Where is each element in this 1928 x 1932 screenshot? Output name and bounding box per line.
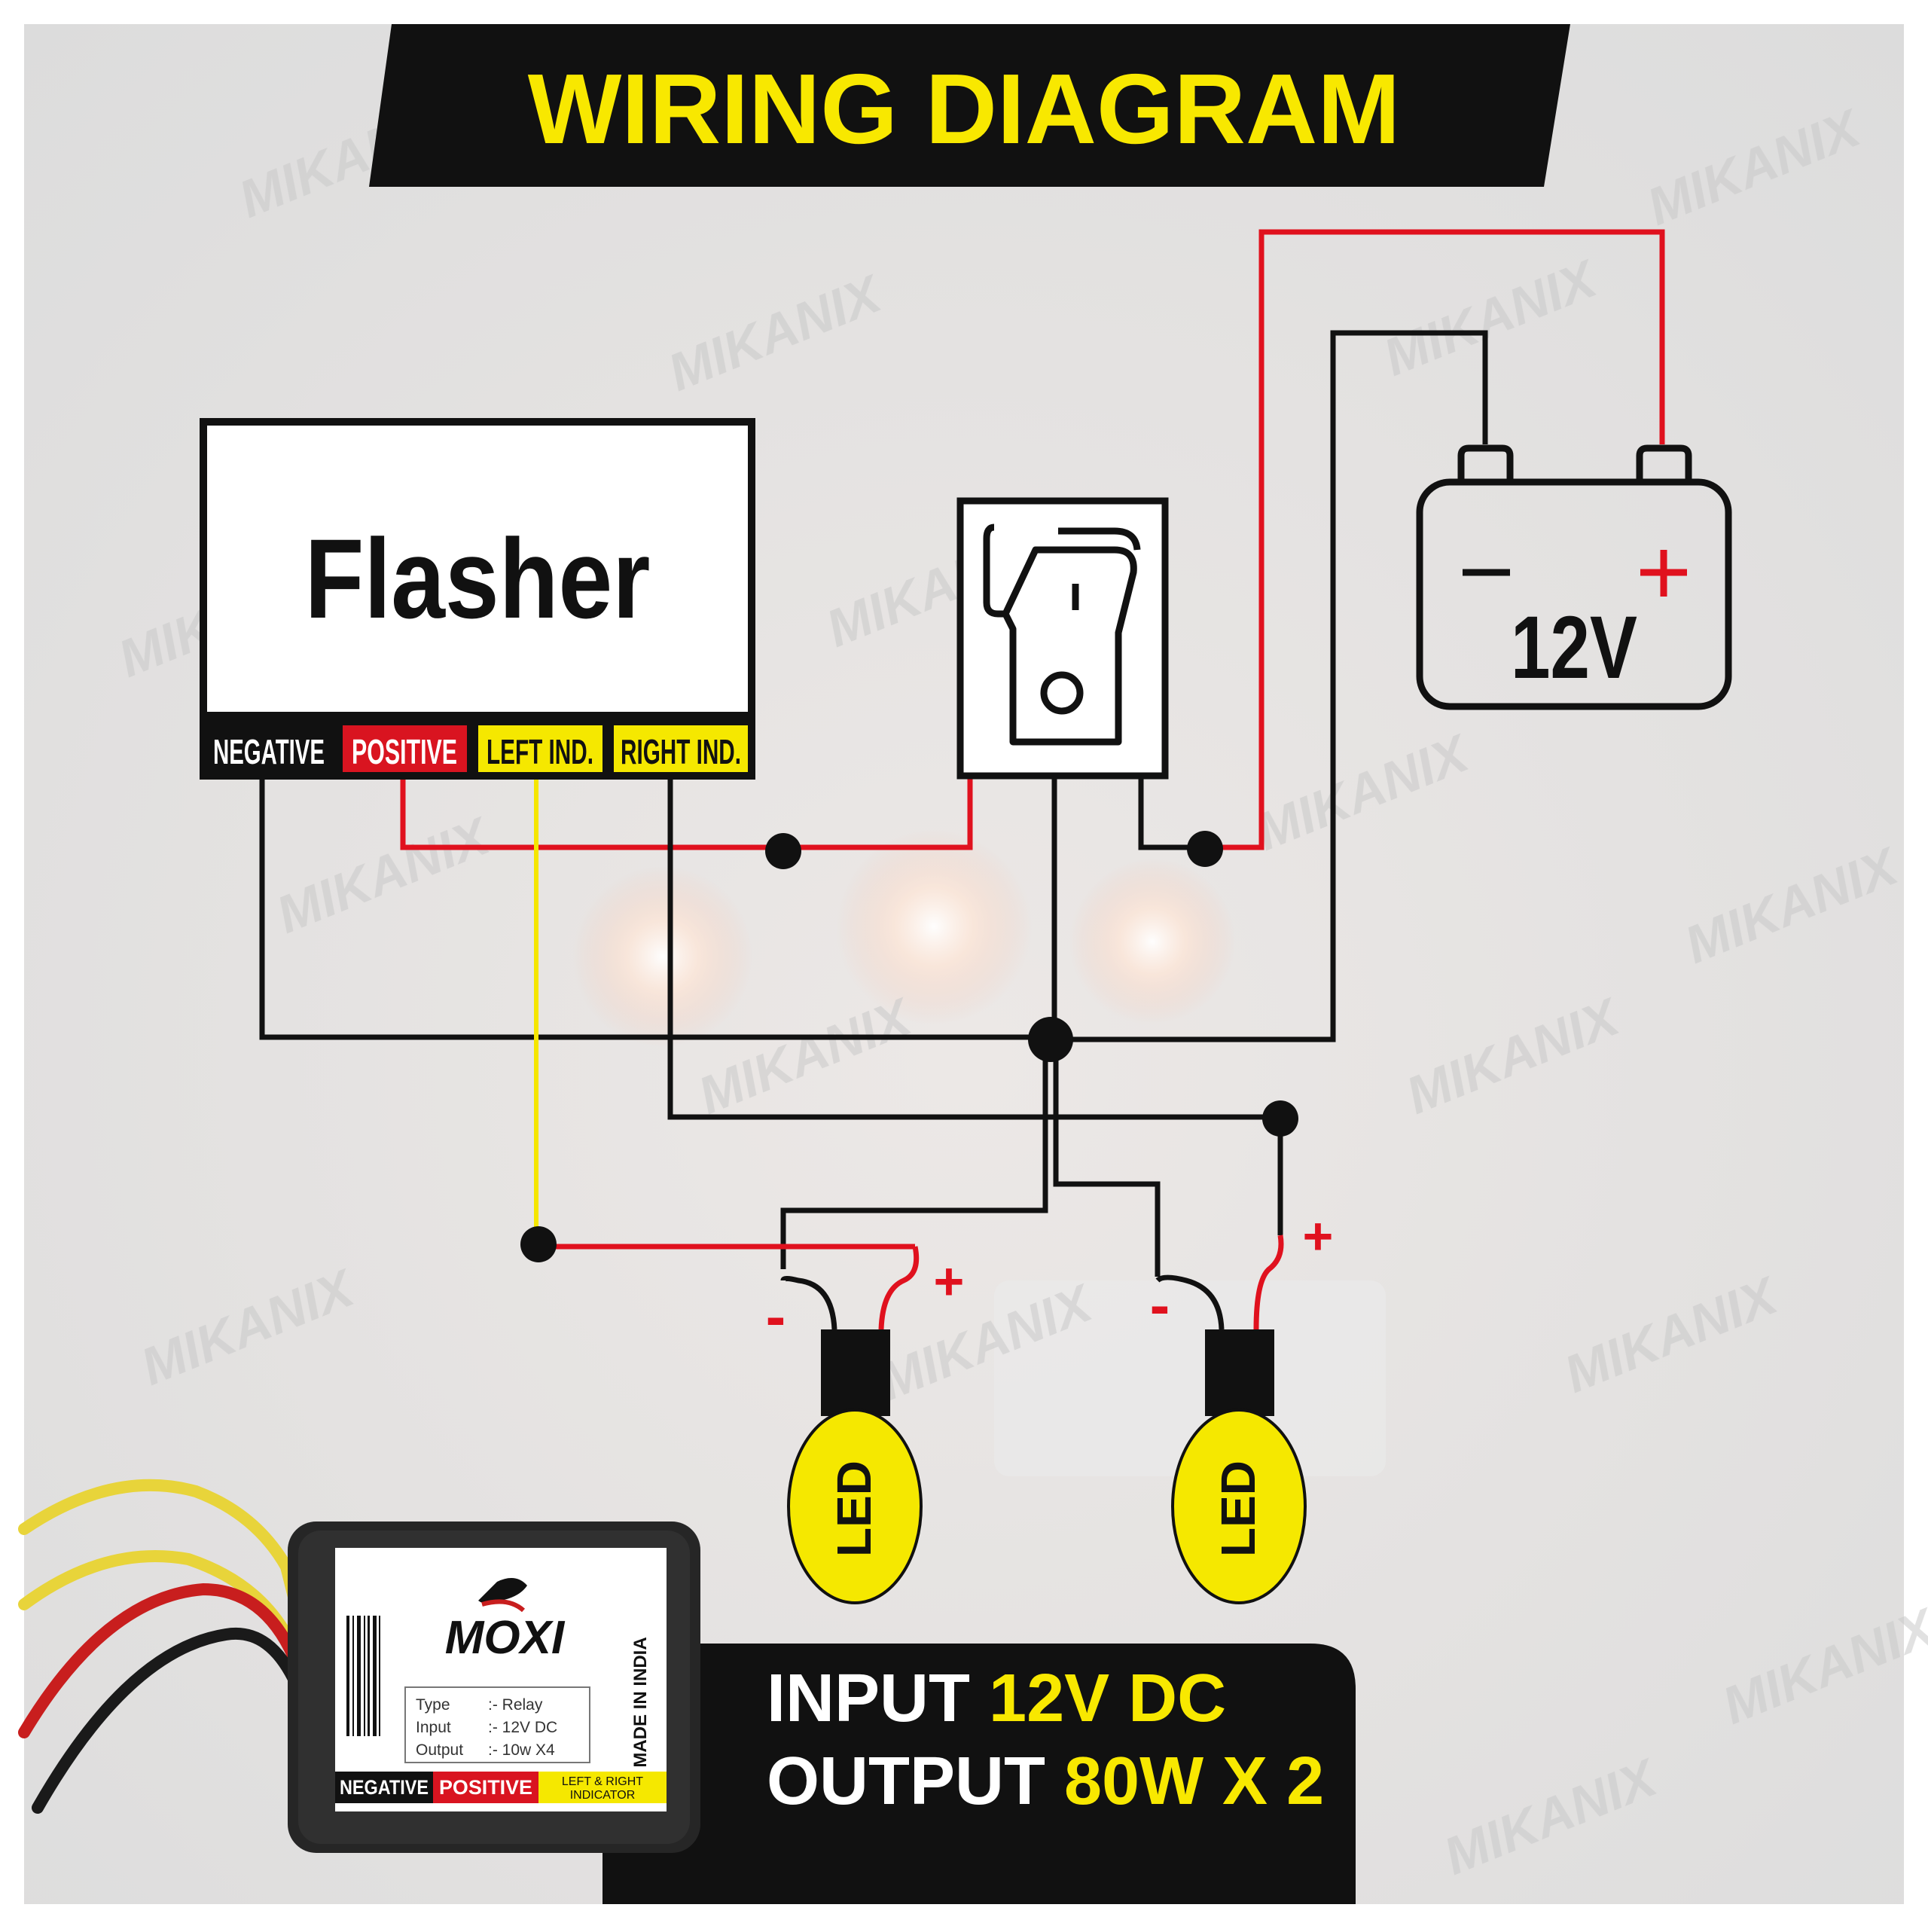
led-left-label: LED: [827, 1460, 881, 1557]
wire-flasher-negative: [259, 776, 1051, 1040]
led-left: LED - +: [766, 1252, 965, 1604]
product-spec-value: :- 12V DC: [488, 1719, 557, 1736]
spec-band: [602, 1644, 1356, 1904]
spec-line-1: INPUT 12V DC: [767, 1661, 1226, 1736]
background-light-glow: [1069, 859, 1235, 1024]
product-label-negative: [335, 1772, 433, 1803]
wire-battery-negative: [1051, 330, 1488, 1042]
led-right-minus: -: [1150, 1271, 1170, 1338]
product-yellow-wire: [18, 1479, 304, 1618]
spec-input-label: INPUT: [767, 1661, 970, 1736]
switch-rocker: [1002, 546, 1137, 746]
spec-line-2: OUTPUT 80W X 2: [767, 1744, 1324, 1819]
junctions: [520, 831, 1298, 1262]
product-spec-key: Input: [416, 1719, 451, 1736]
product-indicator-text: INDICATOR: [570, 1789, 636, 1802]
battery-negative-post: [1457, 444, 1514, 482]
junction-dot: [1187, 831, 1223, 867]
flasher-label: Flasher: [305, 515, 651, 642]
terminal-negative: [207, 725, 331, 772]
led-right-positive-lead: [1253, 1235, 1284, 1330]
led-right: LED - +: [1150, 1207, 1334, 1604]
spec-text: INPUT 12V DC OUTPUT 80W X 2: [767, 1661, 1324, 1819]
led-right-negative-lead: [1155, 1274, 1225, 1330]
led-right-socket: [1205, 1329, 1274, 1416]
product-spec-value: :- 10w X4: [488, 1741, 555, 1759]
terminal-left-ind-label: LEFT IND.: [487, 732, 593, 771]
wire-flasher-positive: [400, 776, 973, 850]
terminal-right-ind-label: RIGHT IND.: [621, 732, 741, 771]
product-rider-logo: [478, 1578, 527, 1604]
product-label-negative-text: NEGATIVE: [340, 1776, 429, 1799]
wire-right-indicator: [667, 776, 1283, 1235]
title-band: [369, 24, 1570, 187]
background-light-glow: [572, 866, 753, 1047]
led-right-lens: [1171, 1409, 1307, 1604]
led-left-negative-lead: [780, 1276, 837, 1330]
led-left-minus: -: [766, 1283, 786, 1350]
background-light-glow: [836, 829, 1032, 1024]
spec-input-value: 12V DC: [989, 1661, 1226, 1736]
led-left-lens: [787, 1409, 923, 1604]
led-left-positive-lead: [878, 1246, 920, 1330]
terminal-positive: [343, 725, 467, 772]
flasher-box: Flasher NEGATIVE POSITIVE LEFT IND. RIGH…: [200, 418, 755, 780]
product-rider-logo: [481, 1599, 526, 1613]
product-label-positive: [433, 1772, 538, 1803]
terminal-right-ind: [614, 725, 748, 772]
wire-switch-out: [1138, 776, 1205, 850]
wire-left-led-ground: [780, 1039, 1048, 1269]
product-indicator-text: LEFT & RIGHT: [562, 1775, 643, 1788]
junction-dot: [765, 833, 801, 869]
junction-dot: [1028, 1017, 1073, 1062]
battery-voltage: 12V: [1511, 597, 1637, 697]
spec-output-value: 80W X 2: [1064, 1744, 1324, 1819]
led-right-plus: +: [1303, 1207, 1334, 1265]
product-spec-key: Type: [416, 1696, 450, 1714]
background-number-plate: [994, 1280, 1386, 1476]
battery-body: [1416, 478, 1732, 710]
product-black-wire: [32, 1627, 304, 1814]
product-made-in: MADE IN INDIA: [630, 1637, 651, 1767]
battery: 12V: [1416, 444, 1732, 710]
terminal-positive-label: POSITIVE: [352, 732, 457, 771]
wire-battery-positive: [1205, 229, 1665, 850]
product-label-positive-text: POSITIVE: [439, 1776, 532, 1799]
product-spec-key: Output: [416, 1741, 463, 1759]
wire-right-led-ground: [1053, 1039, 1161, 1277]
product-yellow-wire: [18, 1550, 292, 1641]
page-title: WIRING DIAGRAM: [528, 53, 1401, 164]
switch-rocker-edge: [1058, 527, 1141, 551]
product-barcode: [346, 1616, 380, 1736]
spec-output-label: OUTPUT: [767, 1744, 1045, 1819]
led-left-socket: [821, 1329, 890, 1416]
product-red-wire: [18, 1583, 300, 1738]
product-label-indicator: [538, 1772, 667, 1803]
terminal-negative-label: NEGATIVE: [213, 732, 325, 771]
rocker-switch: [956, 497, 1169, 780]
switch-off-mark: [1040, 671, 1084, 715]
led-right-label: LED: [1211, 1460, 1265, 1557]
switch-rocker-top: [983, 523, 1013, 618]
wires: [259, 229, 1665, 1330]
junction-dot: [1262, 1100, 1298, 1137]
battery-positive-post: [1636, 444, 1692, 482]
product-spec-table: [404, 1686, 590, 1763]
led-left-plus: +: [934, 1252, 965, 1311]
terminal-left-ind: [478, 725, 602, 772]
product-brand: MOXI: [445, 1612, 566, 1664]
product-photo: MOXI Type :- Relay Input :- 12V DC Outpu…: [18, 1479, 700, 1853]
product-spec-value: :- Relay: [488, 1696, 543, 1714]
junction-dot: [520, 1226, 557, 1262]
flasher-body: [207, 426, 748, 712]
